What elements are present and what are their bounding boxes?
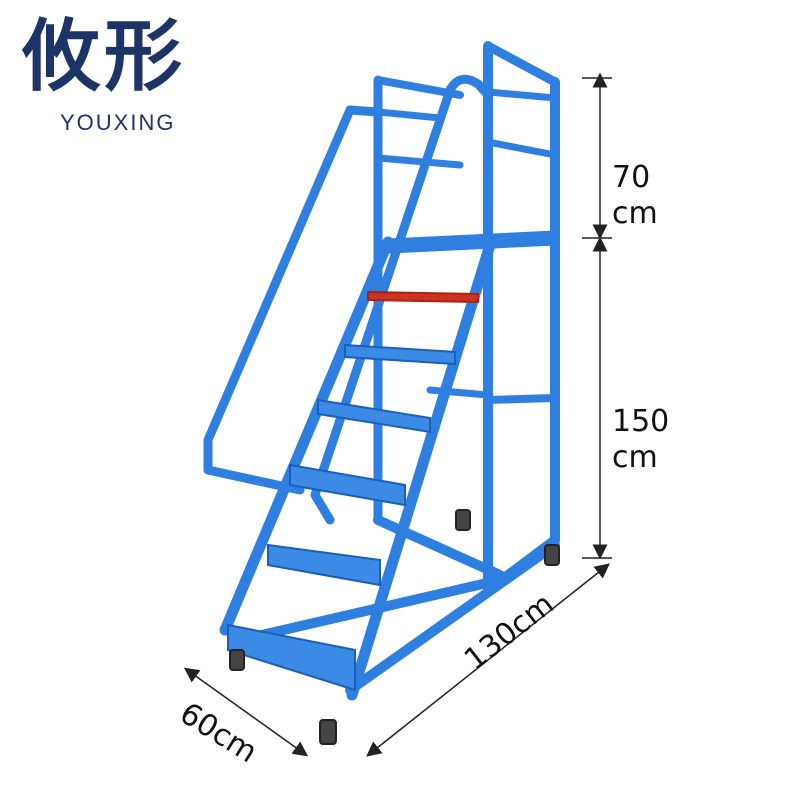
step-1 <box>227 623 356 692</box>
mid-height-value: 150 <box>612 404 670 439</box>
guard-rail-3 <box>374 154 464 169</box>
top-rail-right <box>483 41 560 87</box>
step-2 <box>267 543 381 587</box>
caster-wheel-icon <box>319 719 337 745</box>
depth-line <box>366 563 610 757</box>
top-height-label: 70 cm <box>612 160 658 232</box>
stringer-left <box>219 236 394 636</box>
caster-wheel-icon <box>455 509 471 531</box>
guard-rail-1 <box>484 88 559 102</box>
mid-height-unit: cm <box>612 440 658 475</box>
caster-wheels <box>229 509 560 745</box>
step-4 <box>317 398 431 434</box>
brand-logo-cn: 攸形 <box>22 11 187 102</box>
top-height-unit: cm <box>612 196 658 231</box>
handrail-left-foot <box>203 465 305 495</box>
handrail-left <box>203 105 383 475</box>
guard-rail-2 <box>484 138 559 159</box>
dimension-lines <box>183 72 612 757</box>
stringer-right <box>346 239 496 701</box>
base-front <box>235 575 505 645</box>
mid-height-label: 150 cm <box>612 404 669 476</box>
step-5 <box>344 343 456 366</box>
step-3 <box>289 463 406 507</box>
width-line <box>183 667 309 757</box>
caster-wheel-icon <box>229 649 245 671</box>
brand-logo-en: YOUXING <box>60 110 176 135</box>
base-long <box>345 540 560 695</box>
handrail-right <box>310 74 493 525</box>
top-height-value: 70 <box>612 160 651 195</box>
top-platform <box>386 230 557 254</box>
warning-sticker <box>367 290 479 304</box>
guard-rail-4 <box>374 108 444 122</box>
steps <box>227 290 479 692</box>
ladder-frame <box>203 41 560 701</box>
caster-wheel-icon <box>544 544 560 566</box>
mid-brace <box>484 394 559 404</box>
